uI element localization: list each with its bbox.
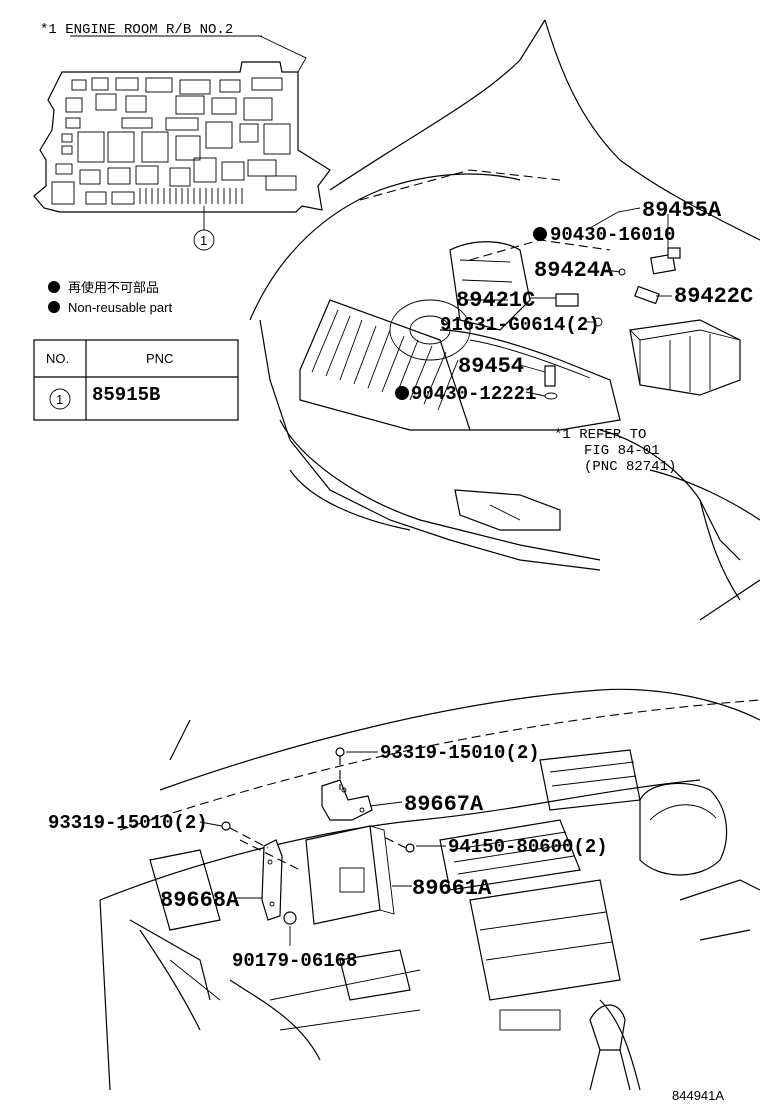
- non-reusable-dot-icon: [48, 301, 60, 313]
- label-90179-06168: 90179-06168: [232, 950, 357, 972]
- table-row-pnc: 85915B: [92, 384, 160, 406]
- inset-title: *1 ENGINE ROOM R/B NO.2: [40, 22, 233, 38]
- label-89455A: 89455A: [642, 198, 722, 223]
- dashboard-drawing: 93319-15010(2) 89667A 93319-15010(2) 941…: [48, 579, 760, 1091]
- non-reusable-dot-icon: [533, 227, 547, 241]
- table-header-pnc: PNC: [146, 351, 173, 366]
- label-89668A: 89668A: [160, 888, 240, 913]
- label-93319-15010-left: 93319-15010(2): [48, 812, 208, 834]
- label-89424A: 89424A: [534, 258, 614, 283]
- callout-circle: [193, 229, 215, 251]
- label-91631-G0614: 91631-G0614(2): [440, 314, 600, 336]
- table-header-no: NO.: [46, 351, 69, 366]
- label-89421C: 89421C: [456, 288, 535, 313]
- figure-id: 844941A: [672, 1088, 724, 1103]
- legend: 再使用不可部品 Non-reusable part: [48, 280, 172, 315]
- refer-note-line1: *1 REFER TO: [554, 427, 646, 443]
- label-89454: 89454: [458, 354, 524, 379]
- table-row-no: 1: [56, 392, 63, 407]
- label-90430-16010: 90430-16010: [550, 224, 675, 246]
- inset-callout-number: 1: [200, 233, 207, 248]
- label-89667A: 89667A: [404, 792, 484, 817]
- non-reusable-dot-icon: [395, 386, 409, 400]
- label-94150-80600: 94150-80600(2): [448, 836, 608, 858]
- label-89661A: 89661A: [412, 876, 492, 901]
- legend-japanese: 再使用不可部品: [68, 280, 159, 295]
- engine-bay-drawing: 89455A 90430-16010 89424A 89421C 89422C …: [249, 19, 760, 601]
- pnc-table: NO. PNC 1 85915B: [33, 339, 239, 421]
- refer-note-line2: FIG 84-01: [584, 443, 660, 459]
- label-93319-15010-top: 93319-15010(2): [380, 742, 540, 764]
- non-reusable-dot-icon: [48, 281, 60, 293]
- inset-relay-block: *1 ENGINE ROOM R/B NO.2: [33, 22, 331, 251]
- label-90430-12221: 90430-12221: [411, 383, 536, 405]
- refer-note-line3: (PNC 82741): [584, 459, 676, 475]
- legend-english: Non-reusable part: [68, 300, 172, 315]
- label-89422C: 89422C: [674, 284, 753, 309]
